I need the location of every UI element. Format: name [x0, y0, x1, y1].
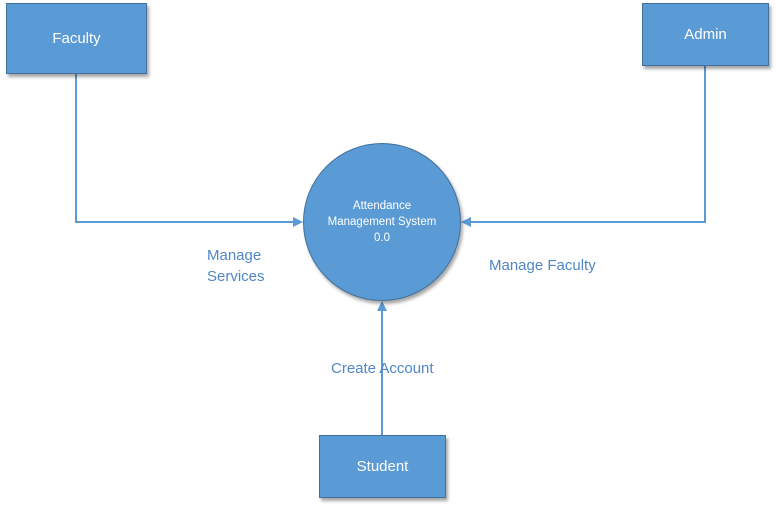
faculty-entity[interactable]: Faculty: [6, 3, 147, 74]
connector-faculty-to-process: [75, 74, 303, 227]
faculty-entity-label: Faculty: [52, 30, 101, 47]
admin-entity[interactable]: Admin: [642, 3, 769, 66]
flow-label-create-account: Create Account: [331, 360, 434, 377]
process-label-line1: Attendance: [352, 200, 412, 212]
student-entity-label: Student: [356, 458, 409, 475]
admin-entity-label: Admin: [684, 26, 727, 43]
flow-label-manage-faculty: Manage Faculty: [489, 257, 596, 274]
attendance-management-process[interactable]: Attendance Management System 0.0: [303, 143, 461, 301]
flow-label-manage-services-line2: Services: [207, 268, 265, 285]
student-entity[interactable]: Student: [319, 435, 446, 498]
flow-label-manage-services: Manage Services: [207, 245, 297, 287]
flow-label-manage-services-line1: Manage: [207, 247, 262, 264]
process-number: 0.0: [374, 232, 390, 244]
process-label-line2: Management System: [327, 216, 437, 228]
connector-admin-to-process: [461, 66, 706, 227]
